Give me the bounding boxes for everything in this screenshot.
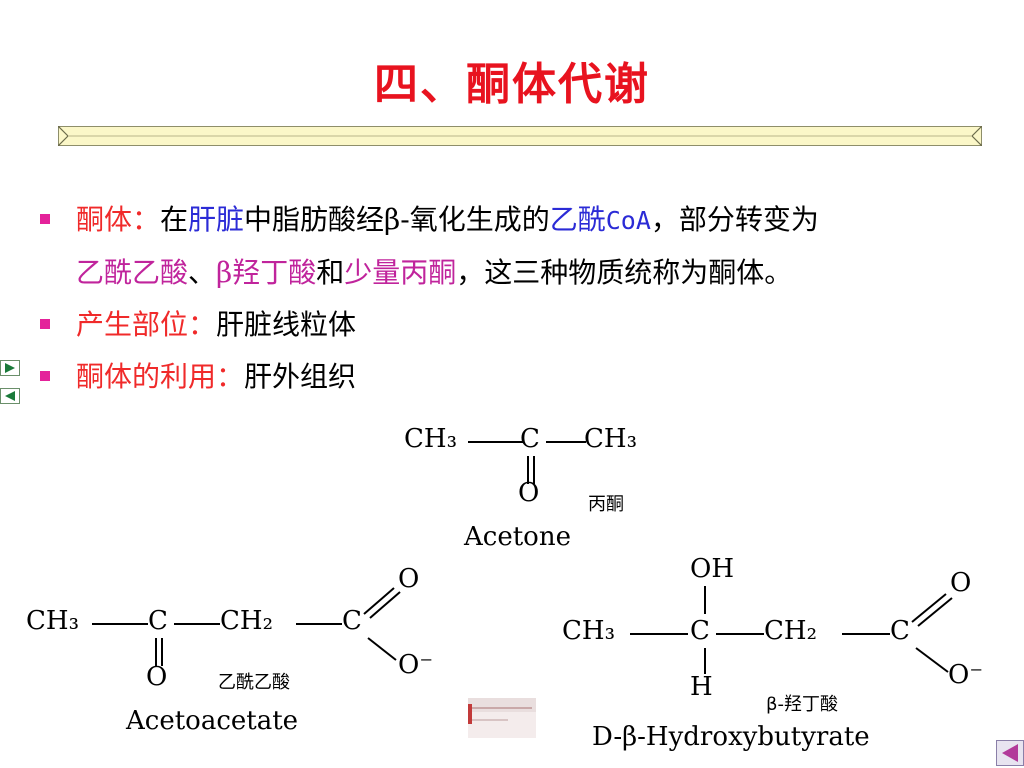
bond-line: [630, 633, 688, 635]
page-title: 四、酮体代谢: [374, 59, 650, 110]
atom-o: O: [518, 478, 540, 508]
term-acetone: 少量丙酮: [344, 256, 457, 289]
bullet-utilization: 酮体的利用：肝外组织: [38, 351, 998, 403]
bullet-label: 酮体：: [76, 203, 161, 236]
bond-line: [468, 441, 524, 443]
atom-ch2: CH₂: [220, 606, 273, 636]
acetoacetate-cn-label: 乙酰乙酸: [218, 672, 290, 693]
bond-diagonal: [915, 647, 949, 673]
atom-o-top: O: [950, 568, 972, 598]
acetone-en-label: Acetone: [464, 522, 571, 552]
atom-ch2: CH₂: [764, 616, 817, 646]
atom-ch3-right: CH₃: [584, 424, 637, 454]
term-acetoacetate: 乙酰乙酸: [76, 256, 189, 289]
text-segment: 、: [188, 256, 217, 289]
atom-c2: C: [890, 616, 910, 646]
bond-line: [546, 441, 586, 443]
bond-vertical: [704, 648, 706, 674]
bond-diagonal: [367, 637, 397, 661]
hydroxybutyrate-en-label: D-β-Hydroxybutyrate: [592, 722, 870, 752]
hydroxybutyrate-cn-label: β-羟丁酸: [766, 694, 838, 715]
atom-ch3-left: CH₃: [404, 424, 457, 454]
bond-line: [296, 623, 342, 625]
text-segment: 中脂肪酸经β-氧化生成的: [244, 203, 550, 236]
atom-o-bottom: O: [146, 662, 168, 692]
atom-ch3: CH₃: [26, 606, 79, 636]
decorative-thumbnail: [468, 698, 536, 738]
term-liver: 肝脏: [188, 203, 245, 236]
title-divider: [58, 126, 982, 146]
double-bond-diagonal: [363, 587, 401, 619]
text-segment: 和: [316, 256, 345, 289]
atom-c2: C: [342, 606, 362, 636]
bullet-square-icon: [40, 214, 50, 224]
double-bond: [527, 456, 535, 484]
bond-vertical: [704, 586, 706, 614]
atom-o-minus: O⁻: [398, 650, 434, 680]
bond-line: [716, 633, 764, 635]
text-segment: 在: [160, 203, 189, 236]
atom-o-minus: O⁻: [948, 660, 984, 690]
atom-c1: C: [690, 616, 710, 646]
bullet-text: 肝脏线粒体: [216, 308, 357, 341]
term-coa: CoA: [605, 206, 651, 235]
bullet-ketone-definition: 酮体：在肝脏中脂肪酸经β-氧化生成的乙酰CoA，部分转变为乙酰乙酸、β羟丁酸和少…: [38, 194, 998, 299]
atom-o-top: O: [398, 564, 420, 594]
bullet-square-icon: [40, 371, 50, 381]
nav-forward-button[interactable]: [0, 360, 20, 376]
double-bond-diagonal: [911, 593, 953, 627]
triangle-left-icon: [1002, 744, 1018, 762]
atom-h: H: [690, 672, 713, 702]
play-right-icon: [5, 363, 15, 373]
nav-back-button[interactable]: [0, 388, 20, 404]
bullet-production-site: 产生部位：肝脏线粒体: [38, 299, 998, 351]
atom-c1: C: [148, 606, 168, 636]
term-acetyl: 乙酰: [549, 203, 606, 236]
text-segment: ，部分转变为: [650, 203, 819, 236]
text-segment: ，这三种物质统称为酮体。: [456, 256, 793, 289]
bond-line: [92, 623, 148, 625]
bullet-label: 酮体的利用：: [76, 360, 245, 393]
term-hydroxybutyrate: β羟丁酸: [216, 256, 317, 289]
bullet-label: 产生部位：: [76, 308, 217, 341]
return-button[interactable]: [996, 740, 1024, 766]
play-left-icon: [5, 391, 15, 401]
double-bond: [155, 638, 163, 666]
bullet-square-icon: [40, 319, 50, 329]
bullet-text: 肝外组织: [244, 360, 357, 393]
bullet-list: 酮体：在肝脏中脂肪酸经β-氧化生成的乙酰CoA，部分转变为乙酰乙酸、β羟丁酸和少…: [38, 194, 998, 403]
bond-line: [842, 633, 890, 635]
atom-oh: OH: [690, 554, 734, 584]
atom-ch3: CH₃: [562, 616, 615, 646]
acetoacetate-en-label: Acetoacetate: [126, 706, 299, 736]
bond-line: [174, 623, 220, 625]
acetone-cn-label: 丙酮: [588, 494, 624, 515]
atom-c: C: [520, 424, 540, 454]
